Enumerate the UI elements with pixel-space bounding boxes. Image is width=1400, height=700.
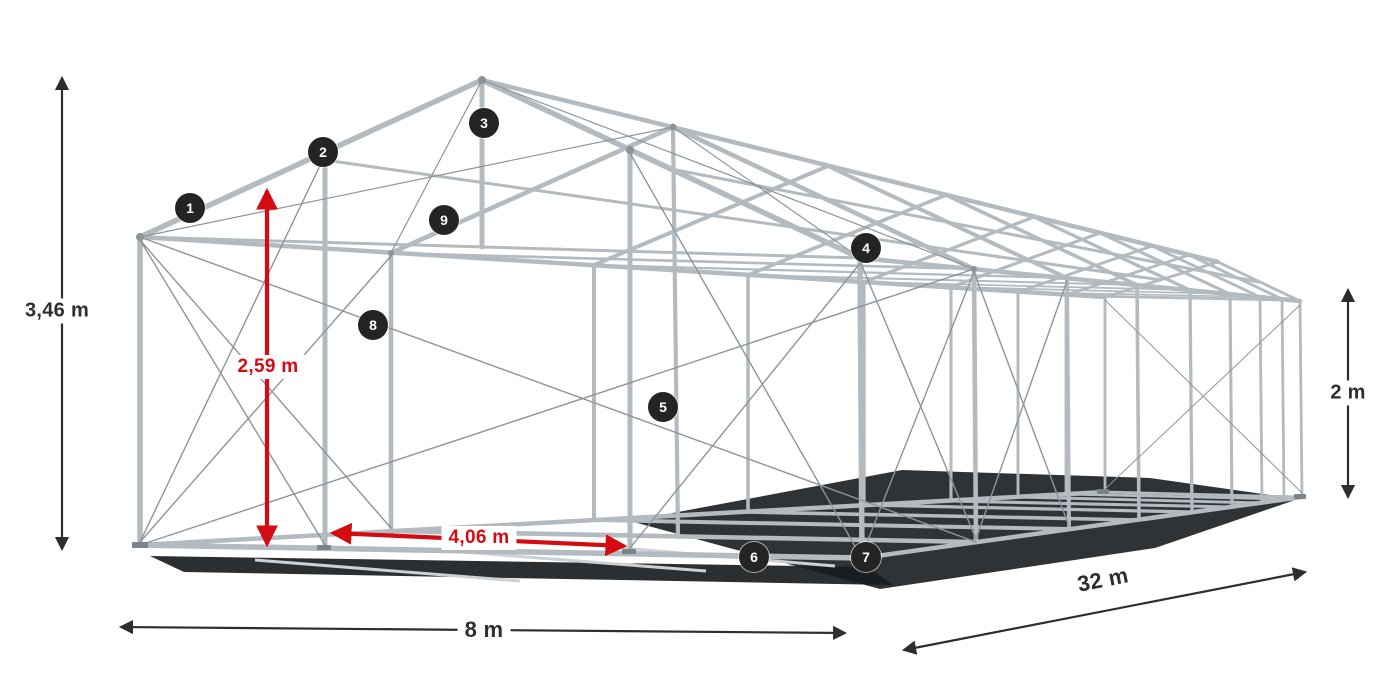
gable-frame-4 — [746, 193, 1141, 522]
gable-frame-2 — [388, 124, 979, 545]
callout-8: 8 — [358, 310, 388, 340]
length-arrow — [901, 567, 1308, 655]
gable-frame-8 — [1064, 253, 1286, 501]
entrance-width-label: 4,06 m — [441, 526, 517, 550]
callout-5: 5 — [648, 392, 678, 422]
clearance-height-label: 2,59 m — [230, 355, 306, 379]
callout-1: 1 — [175, 193, 205, 223]
callout-7: 7 — [851, 542, 881, 572]
gable-frame-3 — [592, 164, 1071, 531]
gable-frame-9 — [1103, 260, 1304, 499]
callout-6: 6 — [739, 542, 769, 572]
width-label: 8 m — [457, 616, 511, 644]
callout-9: 9 — [429, 205, 459, 235]
side-height-label: 2 m — [1323, 380, 1373, 406]
total-height-label: 3,46 m — [17, 298, 97, 324]
callout-3: 3 — [469, 108, 499, 138]
gable-frame-1 — [137, 77, 865, 561]
callout-4: 4 — [851, 233, 881, 263]
callout-2: 2 — [308, 137, 338, 167]
